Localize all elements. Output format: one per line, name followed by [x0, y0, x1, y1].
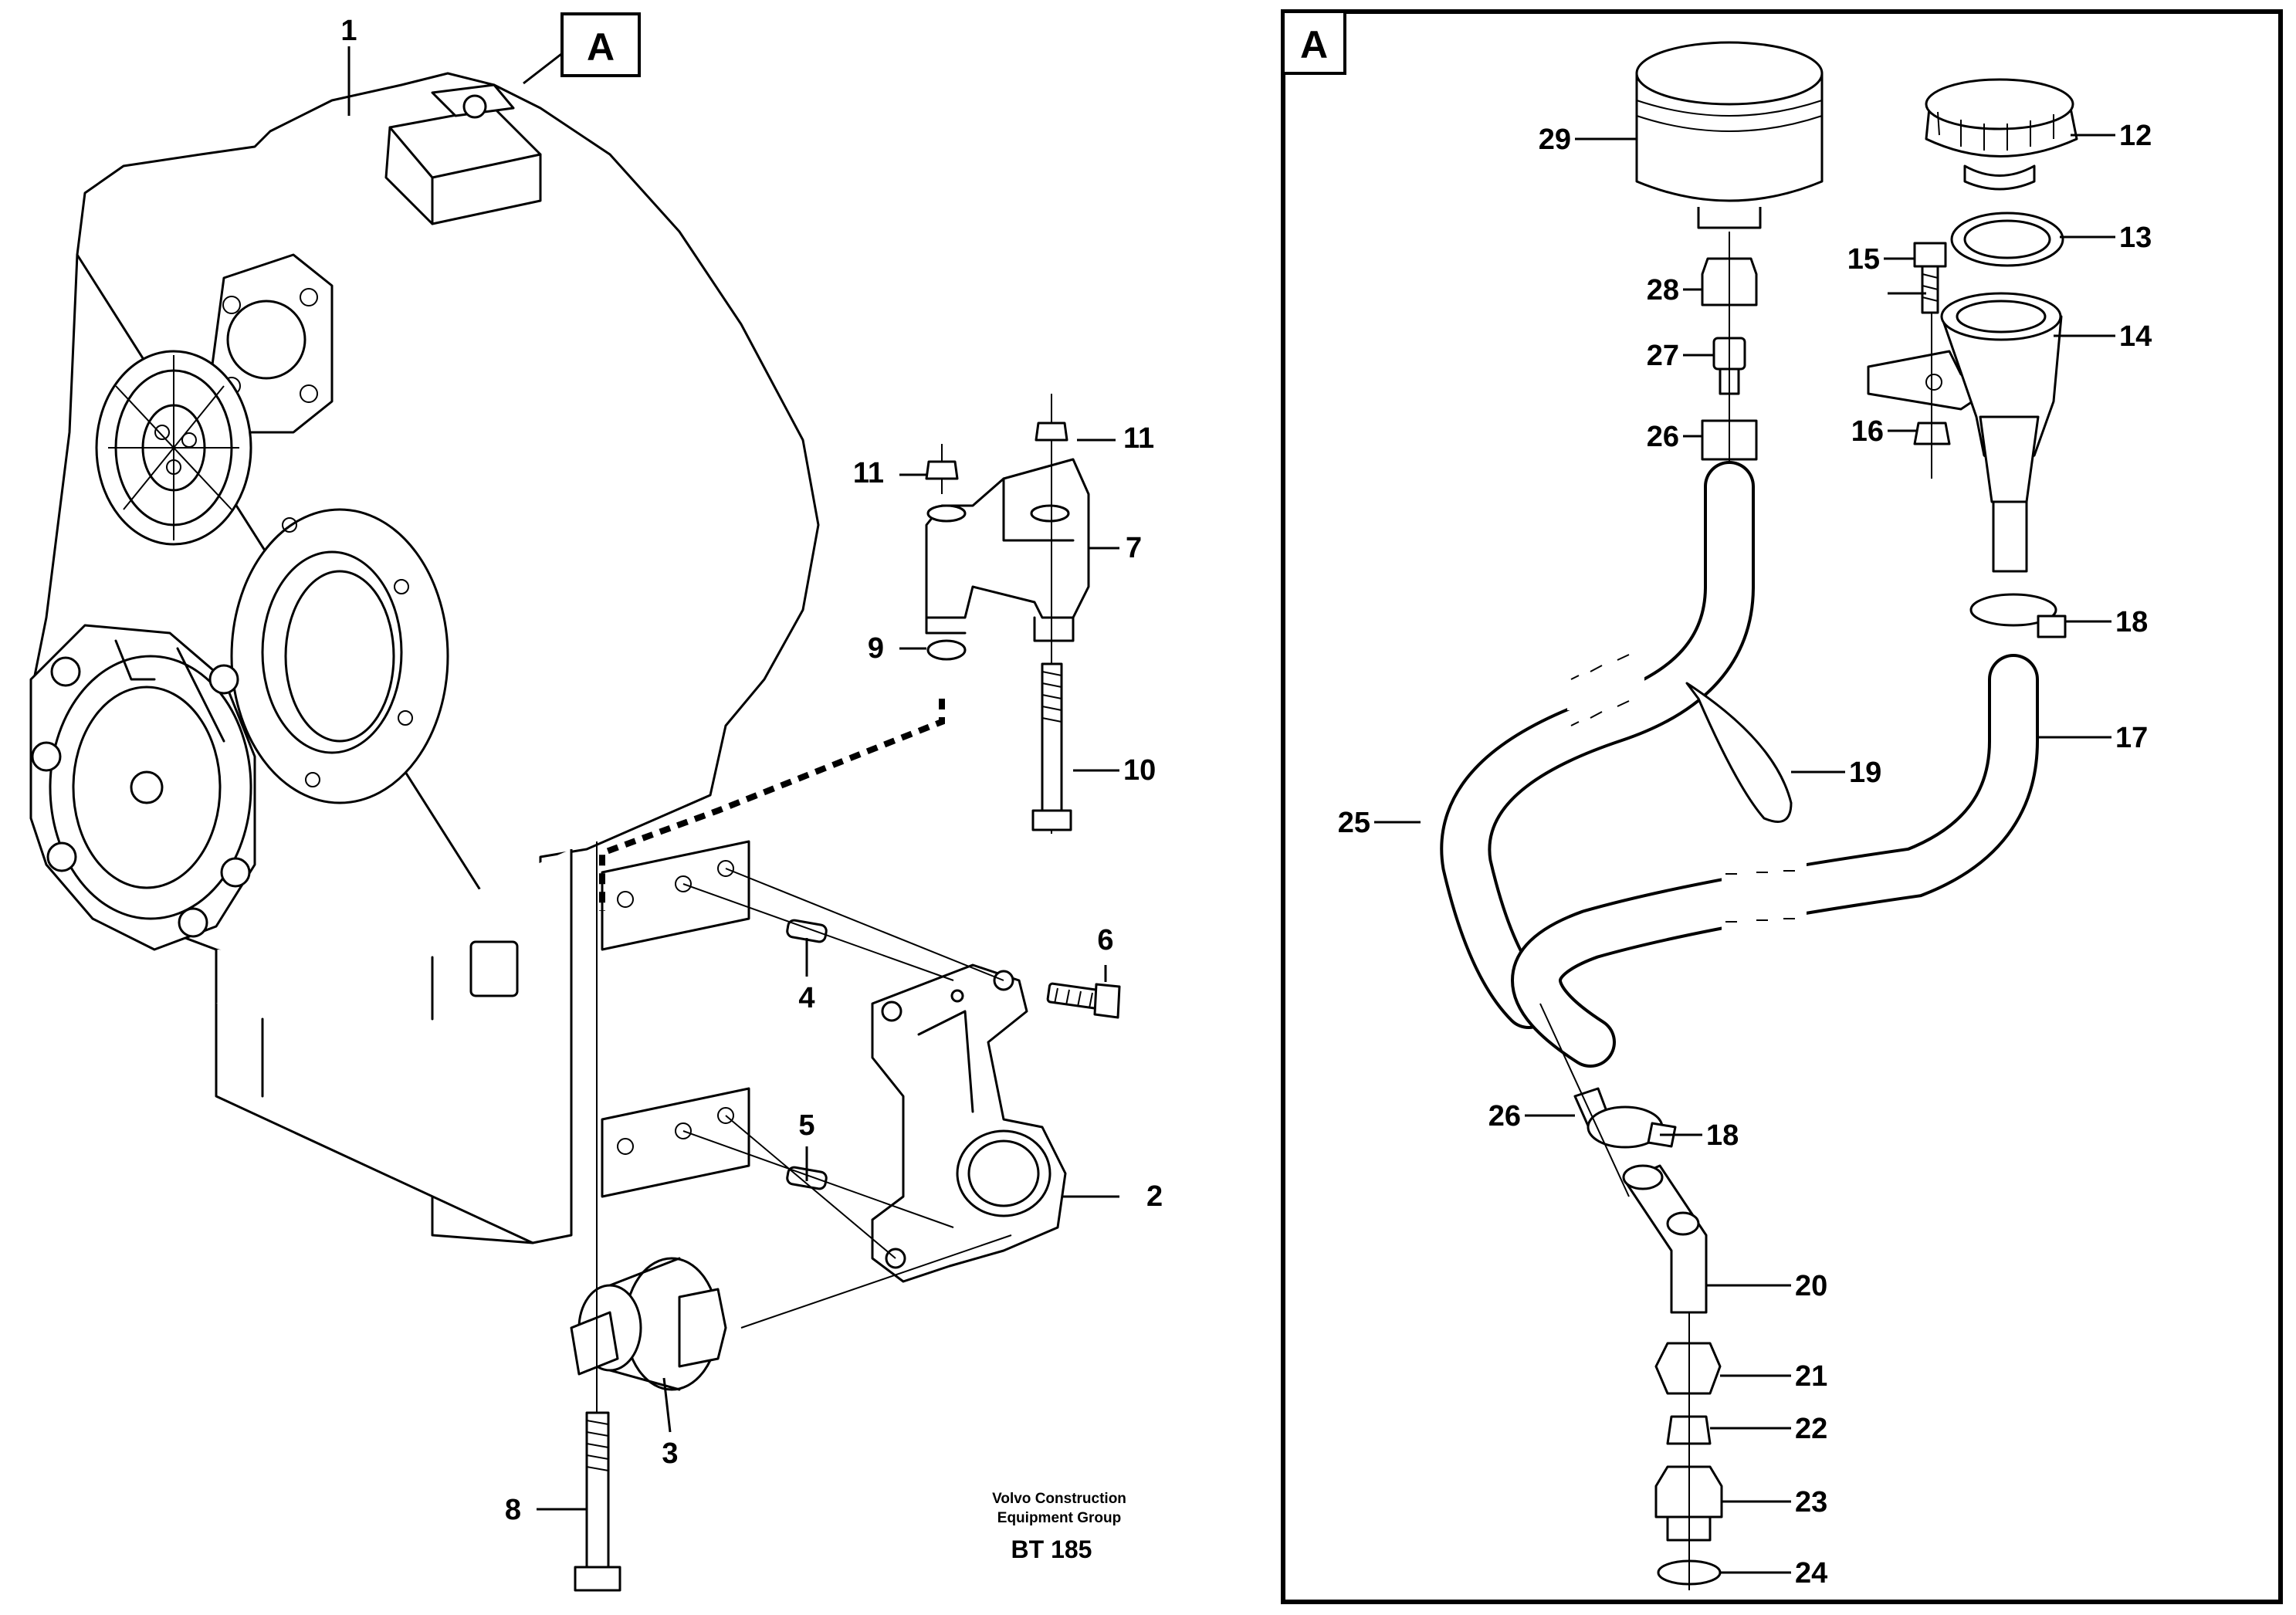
- callout-8: 8: [505, 1494, 521, 1526]
- callout-1: 1: [340, 15, 357, 47]
- callout-9: 9: [868, 632, 884, 665]
- washer-9: [926, 639, 967, 661]
- callout-14: 14: [2119, 320, 2152, 353]
- cable-tie: [1685, 682, 1793, 823]
- detail-frame: [1281, 9, 2283, 1604]
- mount-bracket: [871, 963, 1067, 1283]
- callout-27: 27: [1647, 340, 1679, 372]
- nut-11b: [1035, 395, 1068, 442]
- credit-line-1: Volvo Construction: [992, 1491, 1126, 1507]
- transmission-housing: [29, 72, 820, 1244]
- callout-13: 13: [2119, 222, 2152, 254]
- callout-25: 25: [1338, 807, 1370, 839]
- bolt-8: [574, 841, 621, 1592]
- view-marker-main-label: A: [587, 25, 615, 69]
- filler-tube: [1867, 292, 2063, 573]
- callout-7: 7: [1126, 532, 1142, 564]
- hose-clamp-18b: [1587, 1105, 1677, 1149]
- callout-22: 22: [1795, 1413, 1827, 1445]
- elbow-pipe: [1622, 1164, 1708, 1314]
- callout-29: 29: [1539, 124, 1571, 156]
- hose-clamp-18a: [1969, 593, 2067, 638]
- view-marker-main: A: [560, 12, 641, 77]
- callout-17: 17: [2115, 722, 2148, 754]
- callout-19: 19: [1849, 757, 1881, 789]
- nut-21: [1654, 1342, 1722, 1395]
- breather-filter: [1635, 41, 1824, 229]
- callout-28: 28: [1647, 274, 1679, 306]
- filler-cap: [1925, 78, 2078, 191]
- diagram-code: BT 185: [1011, 1535, 1092, 1563]
- callout-15: 15: [1847, 243, 1880, 276]
- callout-20: 20: [1795, 1270, 1827, 1302]
- callout-6: 6: [1097, 924, 1113, 956]
- bracket-clamp: [925, 458, 1090, 642]
- callout-12: 12: [2119, 120, 2152, 152]
- bolt-6: [1046, 982, 1121, 1019]
- view-marker-detail-label: A: [1300, 23, 1328, 66]
- callout-18b: 18: [1706, 1119, 1739, 1152]
- callout-16: 16: [1851, 415, 1884, 448]
- callout-4: 4: [798, 982, 814, 1014]
- callout-26a: 26: [1647, 421, 1679, 453]
- callout-18a: 18: [2115, 606, 2148, 638]
- view-marker-detail: A: [1282, 10, 1346, 75]
- callout-21: 21: [1795, 1360, 1827, 1393]
- callout-11b: 11: [1123, 422, 1154, 455]
- callout-2: 2: [1146, 1180, 1163, 1213]
- callout-23: 23: [1795, 1486, 1827, 1519]
- credit-block: Volvo Construction Equipment Group BT 18…: [992, 1491, 1126, 1563]
- nut-11a: [925, 444, 959, 494]
- bolt-10: [1031, 394, 1072, 834]
- credit-line-2: Equipment Group: [997, 1510, 1121, 1526]
- callout-5: 5: [798, 1109, 814, 1142]
- callout-26b: 26: [1488, 1100, 1521, 1133]
- callout-11a: 11: [853, 457, 884, 489]
- bolt-15: [1913, 242, 1947, 314]
- callout-10: 10: [1123, 754, 1156, 787]
- rubber-bushing: [570, 1234, 1012, 1391]
- hidden-line: [599, 699, 945, 911]
- callout-3: 3: [662, 1437, 678, 1470]
- callout-24: 24: [1795, 1557, 1827, 1590]
